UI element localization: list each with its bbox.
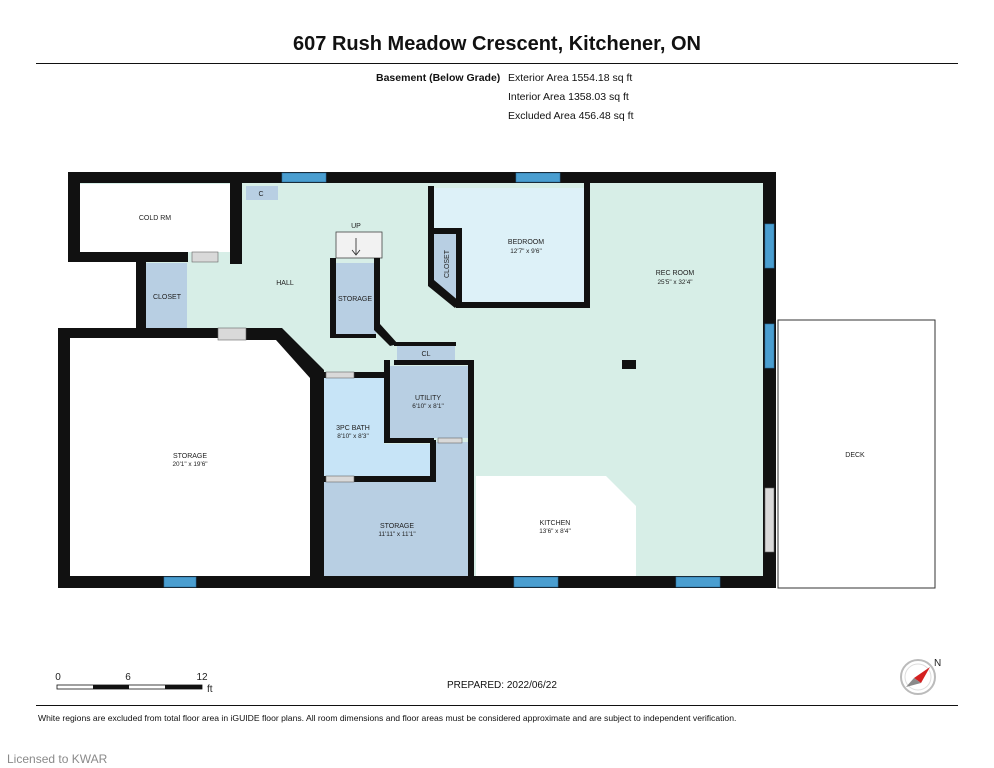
cl-top (394, 342, 456, 346)
scale-bar: 0 6 12 ft (55, 672, 213, 695)
room-dims-bedroom: 12'7" x 9'6" (510, 248, 542, 255)
scale-tick-6: 6 (125, 672, 131, 683)
level-label: Basement (Below Grade) (376, 72, 501, 84)
storage-diagonal-wall (246, 328, 324, 580)
compass-icon: N (900, 658, 941, 695)
sliding-door (764, 487, 775, 553)
prepared-date: PREPARED: 2022/06/22 (447, 680, 557, 691)
storage-stair-area (334, 263, 376, 335)
room-dims-storage-small: 11'11" x 11'1" (378, 531, 415, 538)
cl-area (397, 345, 455, 361)
closet-left-wall (136, 262, 146, 336)
doors (191, 251, 775, 553)
room-dims-kitchen: 13'6" x 8'4" (539, 528, 571, 535)
door (325, 371, 355, 379)
room-name-deck: DECK (845, 452, 865, 459)
bath-area (323, 378, 430, 476)
room-name-bath: 3PC BATH (336, 425, 370, 432)
title-rule (36, 63, 958, 64)
windows (163, 172, 775, 588)
window (513, 576, 559, 588)
room-dims-rec-room: 25'5" x 32'4" (657, 279, 692, 286)
bath-bottom (318, 476, 436, 482)
bedroom-bottom (456, 302, 590, 308)
door (437, 437, 463, 444)
room-dims-bath: 8'10" x 8'3" (337, 433, 369, 440)
scale-tick-0: 0 (55, 672, 61, 683)
window (675, 576, 721, 588)
window (515, 172, 561, 183)
cold-room-bottom (68, 252, 188, 262)
bedroom-right (584, 183, 590, 308)
utility-right (468, 360, 474, 578)
room-name-kitchen: KITCHEN (540, 520, 571, 527)
room-name-closet-left: CLOSET (153, 294, 182, 301)
stair-storage-bottom (330, 334, 376, 338)
kitchen-area (476, 476, 636, 578)
scale-tick-12: 12 (196, 672, 208, 683)
cold-room-right (230, 172, 242, 264)
door (191, 251, 219, 263)
staircase (335, 231, 383, 259)
bedroom-left-upper (428, 186, 434, 230)
stair-storage-left (330, 258, 336, 338)
room-fills (70, 180, 936, 589)
door (325, 475, 355, 483)
storage-big-area (70, 336, 316, 582)
bath-right (430, 440, 436, 480)
closet-left-area (145, 263, 187, 328)
window (163, 576, 197, 588)
utility-left (384, 360, 390, 442)
footer-rule (36, 705, 958, 706)
interior-area: Interior Area 1358.03 sq ft (508, 91, 629, 103)
room-name-storage-big: STORAGE (173, 453, 207, 460)
utility-top (394, 360, 474, 365)
room-dims-storage-big: 20'1" x 19'6" (172, 461, 207, 468)
watermark: Licensed to KWAR (7, 752, 108, 766)
wall-bottom (58, 576, 776, 588)
room-name-storage-stair: STORAGE (338, 296, 372, 303)
bedroom-area (432, 188, 587, 302)
walls (58, 172, 776, 588)
room-name-rec-room: REC ROOM (656, 270, 695, 277)
deck-area (777, 319, 936, 589)
room-name-up: UP (351, 223, 361, 230)
wall-right (763, 172, 776, 588)
c-closet-area (246, 186, 278, 200)
post (622, 360, 636, 369)
room-name-bedroom: BEDROOM (508, 239, 544, 246)
plan-title: 607 Rush Meadow Crescent, Kitchener, ON (293, 33, 701, 55)
utility-bottom (384, 438, 434, 443)
compass-label: N (934, 658, 941, 669)
stair-storage-right (374, 258, 398, 346)
room-dims-utility: 6'10" x 8'1" (412, 403, 444, 410)
window (764, 223, 775, 269)
excluded-area: Excluded Area 456.48 sq ft (508, 110, 634, 122)
room-name-utility: UTILITY (415, 395, 441, 402)
storage-top-wall-a (58, 328, 218, 338)
window (764, 323, 775, 369)
room-name-cold-rm: COLD RM (139, 215, 171, 222)
wall-left-upper (68, 172, 80, 262)
wall-top (68, 172, 776, 183)
room-name-c: C (258, 191, 263, 198)
scale-unit: ft (207, 684, 213, 695)
wall-left-lower (58, 330, 70, 588)
door (217, 327, 247, 341)
utility-area (390, 366, 468, 438)
window (281, 172, 327, 183)
stair-arrow (351, 238, 361, 256)
room-name-closet-bed: CLOSET (444, 249, 451, 278)
disclaimer: White regions are excluded from total fl… (38, 713, 737, 723)
storage-small-area (323, 442, 468, 578)
room-name-hall: HALL (276, 280, 294, 287)
exterior-area: Exterior Area 1554.18 sq ft (508, 72, 633, 84)
room-labels: COLD RM C HALL UP CLOSET STORAGE CLOSET … (139, 191, 865, 538)
cold-room-area (80, 184, 230, 252)
bedroom-closet-wall (428, 228, 462, 308)
room-name-storage-small: STORAGE (380, 523, 414, 530)
room-name-cl: CL (422, 351, 431, 358)
